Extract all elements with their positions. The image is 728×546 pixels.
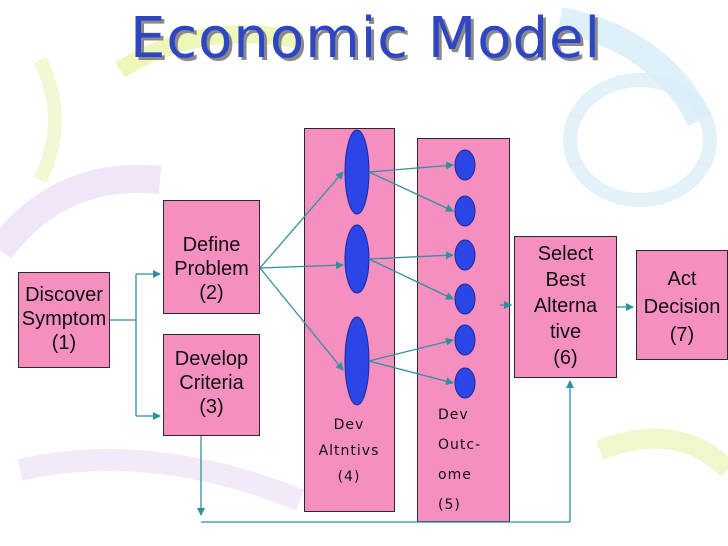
outcome-node-3 [455, 240, 475, 270]
outcome-node-5 [455, 325, 475, 355]
alternative-node-1 [345, 130, 369, 214]
alternative-node-3 [345, 317, 369, 405]
outcome-node-6 [455, 368, 475, 398]
outcome-node-4 [455, 284, 475, 314]
outcome-node-2 [455, 196, 475, 226]
outcome-node-1 [455, 150, 475, 180]
alternative-node-2 [345, 225, 369, 293]
